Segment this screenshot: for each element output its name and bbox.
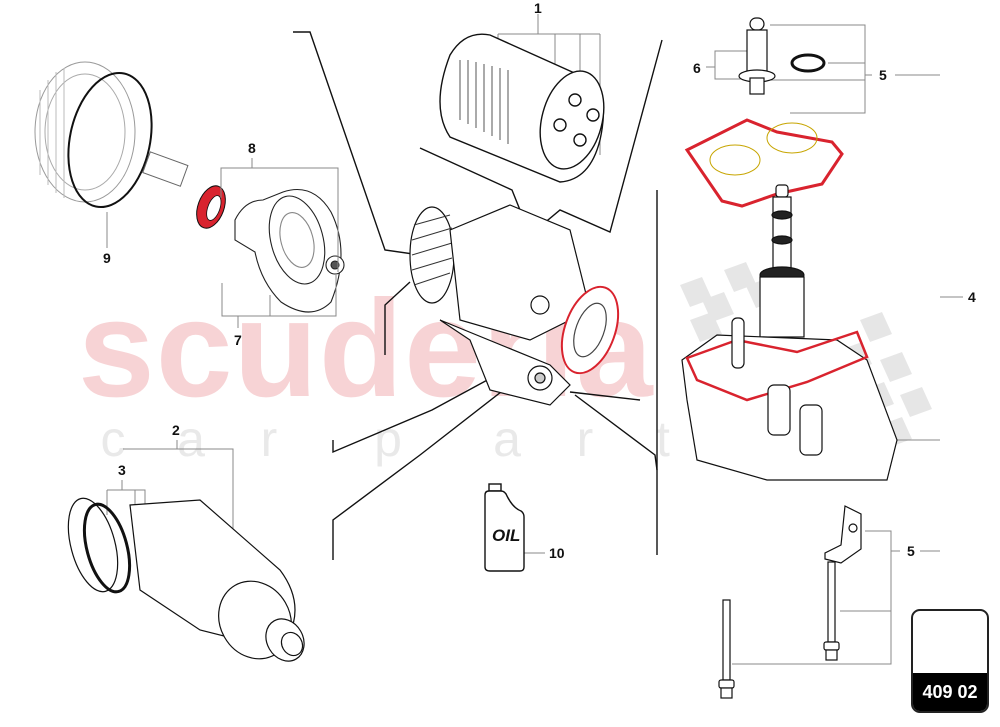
oil-label: OIL [492,526,521,545]
callout-6[interactable]: 6 [693,60,701,76]
callout-4[interactable]: 4 [968,289,976,305]
callout-10[interactable]: 10 [549,545,565,561]
valve-pin [738,17,776,95]
callout-5-top[interactable]: 5 [879,67,887,83]
watermark-letter: a [493,411,521,467]
callout-2[interactable]: 2 [172,422,180,438]
page-badge[interactable]: 409 02 [911,609,989,713]
callout-9[interactable]: 9 [103,250,111,266]
central-assembly [409,204,620,406]
cover-flange [234,188,345,313]
bracket-and-bolts [718,505,862,699]
callout-8[interactable]: 8 [248,140,256,156]
seal-ring-red [196,185,226,229]
electric-motor [67,497,305,662]
callout-3[interactable]: 3 [118,462,126,478]
callout-brackets [106,14,963,665]
watermark-letter: c [100,411,126,467]
watermark-letter: t [656,411,670,467]
filter-cartridge [439,33,605,183]
watermark-letter: a [177,411,205,467]
valve-block-housing [681,184,898,481]
gasket-top [684,118,844,208]
watermark-letter: r [260,411,278,467]
o-ring [790,53,826,73]
drum-part [34,61,189,209]
callout-5-bottom[interactable]: 5 [907,543,915,559]
watermark-letter: r [576,411,594,467]
callout-1[interactable]: 1 [534,0,542,16]
callout-7[interactable]: 7 [234,332,242,348]
watermark-letter: p [374,411,402,467]
oil-bottle-icon [484,483,525,572]
page-code: 409 02 [913,673,987,711]
